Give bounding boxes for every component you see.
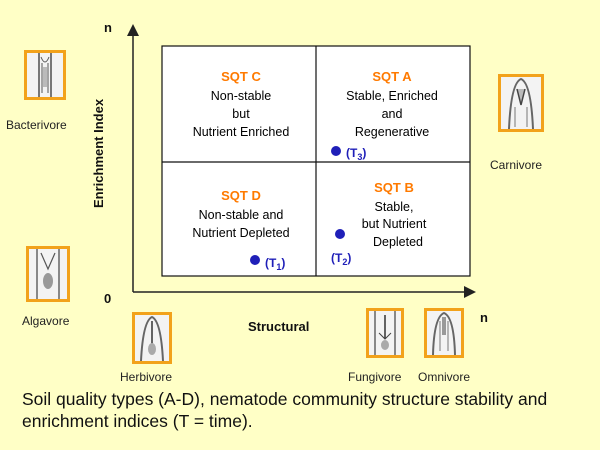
carnivore-nematode-image — [498, 74, 544, 132]
quadrant-sqt-c: SQT C Non-stable but Nutrient Enriched — [193, 69, 290, 139]
sqt-d-line-2: Nutrient Depleted — [192, 226, 289, 240]
x-axis-label: Structural — [248, 319, 309, 334]
sqt-c-line-2: but — [232, 107, 250, 121]
algavore-label: Algavore — [22, 314, 70, 328]
quadrant-sqt-d: SQT D Non-stable and Nutrient Depleted — [192, 188, 289, 240]
omnivore-label: Omnivore — [418, 370, 471, 384]
sqt-a-line-2: and — [382, 107, 403, 121]
time-point-t1-dot — [250, 255, 260, 265]
sqt-b-line-3: Depleted — [373, 235, 423, 249]
time-point-t3-dot — [331, 146, 341, 156]
bacterivore-label: Bacterivore — [6, 118, 67, 132]
carnivore-label: Carnivore — [490, 158, 543, 172]
herbivore-label: Herbivore — [120, 370, 173, 384]
y-axis-max-label: n — [104, 20, 112, 35]
quadrant-sqt-a: SQT A Stable, Enriched and Regenerative — [346, 69, 438, 139]
time-point-t2-dot — [335, 229, 345, 239]
figure-caption: Soil quality types (A-D), nematode commu… — [22, 389, 548, 431]
x-axis-max-label: n — [480, 310, 488, 325]
herbivore-nematode-image — [132, 312, 172, 364]
sqt-b-line-1: Stable, — [375, 200, 414, 214]
time-point-t3-label: (T3) — [346, 146, 366, 162]
algavore-nematode-image — [26, 246, 70, 302]
sqt-c-title: SQT C — [221, 69, 261, 84]
sqt-a-title: SQT A — [372, 69, 412, 84]
fungivore-nematode-image — [366, 308, 404, 358]
omnivore-nematode-image — [424, 308, 464, 358]
sqt-a-line-3: Regenerative — [355, 125, 429, 139]
bacterivore-nematode-image — [24, 50, 66, 100]
sqt-b-line-2: but Nutrient — [362, 217, 427, 231]
time-point-t1-label: (T1) — [265, 256, 285, 272]
fungivore-label: Fungivore — [348, 370, 402, 384]
sqt-c-line-1: Non-stable — [211, 89, 271, 103]
time-point-t2-label: (T2) — [331, 251, 351, 267]
sqt-a-line-1: Stable, Enriched — [346, 89, 438, 103]
sqt-c-line-3: Nutrient Enriched — [193, 125, 290, 139]
sqt-d-title: SQT D — [221, 188, 261, 203]
quadrant-sqt-b: SQT B Stable, but Nutrient Depleted — [362, 180, 427, 249]
origin-label: 0 — [104, 291, 111, 306]
sqt-d-line-1: Non-stable and — [199, 208, 284, 222]
sqt-b-title: SQT B — [374, 180, 414, 195]
y-axis-label: Enrichment Index — [91, 98, 106, 208]
